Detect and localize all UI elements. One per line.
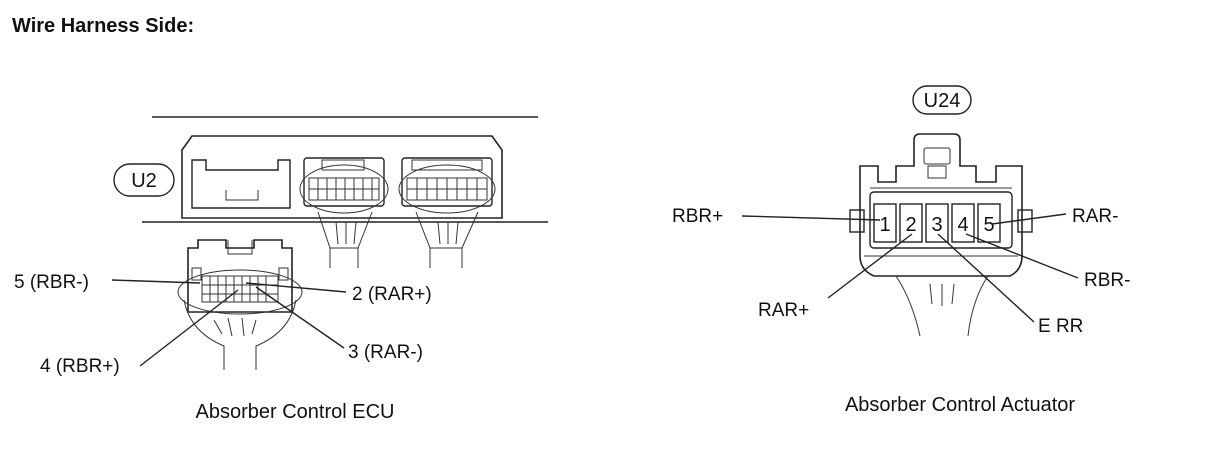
- actuator-pin-2: 2: [905, 214, 916, 236]
- ecu-connector-code-badge: U2: [113, 163, 175, 197]
- ecu-connector-code: U2: [131, 170, 157, 192]
- actuator-pin-4: 4: [957, 214, 968, 236]
- ecu-label-rbr-plus: 4 (RBR+): [40, 356, 120, 377]
- page-title: Wire Harness Side:: [12, 15, 194, 37]
- actuator-label-rbr-minus: RBR-: [1084, 270, 1130, 291]
- ecu-label-rbr-minus: 5 (RBR-): [14, 272, 89, 293]
- actuator-pin-1: 1: [879, 214, 890, 236]
- actuator-pin-3: 3: [931, 214, 942, 236]
- actuator-connector-code: U24: [924, 90, 961, 112]
- actuator-label-rbr-plus: RBR+: [672, 206, 723, 227]
- ecu-unit: U2 5 (RBR-): [14, 116, 548, 423]
- actuator-connector-code-badge: U24: [912, 85, 972, 115]
- actuator-label-e-rr: E RR: [1038, 316, 1083, 337]
- actuator-unit: U24 1 2 3 4 5: [672, 85, 1130, 416]
- actuator-pin-5: 5: [983, 214, 994, 236]
- ecu-plug-connector: [177, 239, 303, 370]
- actuator-label-rar-minus: RAR-: [1072, 206, 1118, 227]
- actuator-label-rar-plus: RAR+: [758, 300, 809, 321]
- ecu-label-rar-plus: 2 (RAR+): [352, 284, 432, 305]
- ecu-caption: Absorber Control ECU: [196, 401, 395, 423]
- ecu-label-rar-minus: 3 (RAR-): [348, 342, 423, 363]
- actuator-caption: Absorber Control Actuator: [845, 394, 1075, 416]
- actuator-pin-row: 1 2 3 4 5: [873, 203, 1001, 243]
